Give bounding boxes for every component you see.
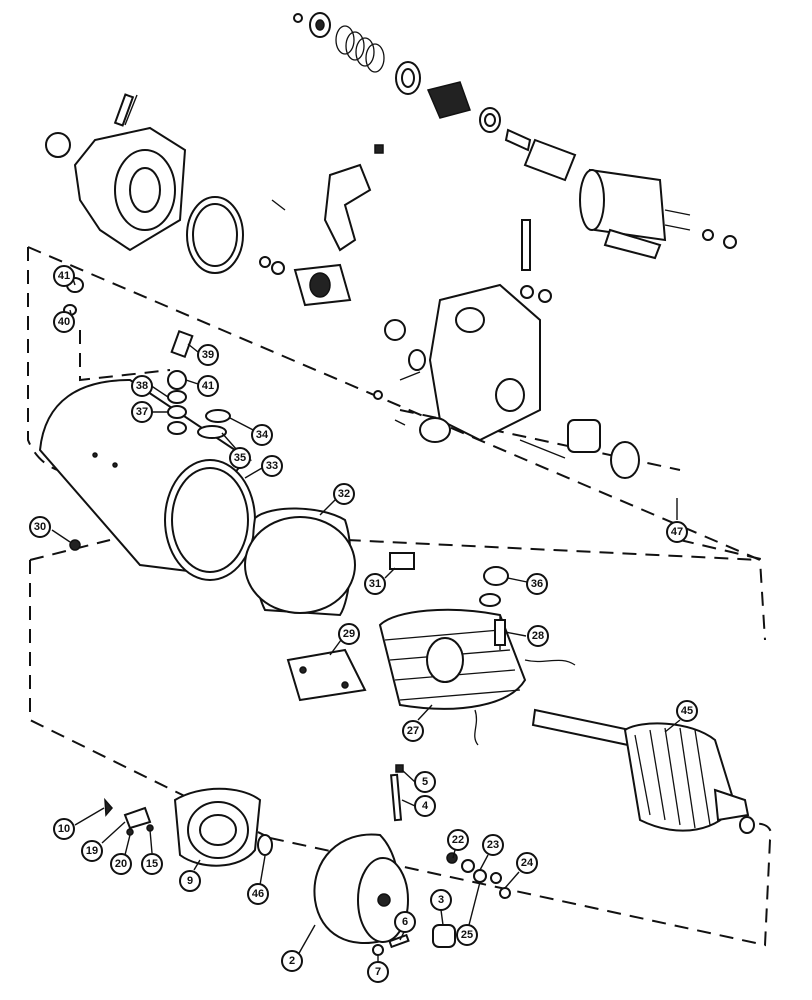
callout-33: 33: [261, 455, 283, 477]
callout-22: 22: [447, 829, 469, 851]
svg-text:10: 10: [58, 823, 70, 835]
callout-19: 19: [81, 840, 103, 862]
callout-15: 15: [141, 853, 163, 875]
callout-29: 29: [338, 623, 360, 645]
callout-41-top: 41: [53, 265, 75, 287]
callout-4: 4: [414, 795, 436, 817]
svg-text:27: 27: [407, 725, 419, 737]
svg-text:41: 41: [58, 270, 70, 282]
svg-text:9: 9: [187, 875, 193, 887]
svg-text:37: 37: [136, 406, 148, 418]
callout-28: 28: [527, 625, 549, 647]
svg-text:28: 28: [532, 630, 544, 642]
brush-plate-9: [104, 787, 273, 867]
svg-text:25: 25: [461, 929, 473, 941]
callout-38: 38: [131, 375, 153, 397]
callout-10: 10: [53, 818, 75, 840]
svg-text:29: 29: [343, 628, 355, 640]
callout-23: 23: [482, 834, 504, 856]
svg-text:34: 34: [256, 429, 269, 441]
callout-27: 27: [402, 720, 424, 742]
svg-text:2: 2: [289, 955, 295, 967]
callout-25: 25: [456, 924, 478, 946]
svg-text:33: 33: [266, 460, 278, 472]
field-coils-27: [378, 566, 576, 746]
svg-text:47: 47: [671, 526, 683, 538]
callout-9: 9: [179, 870, 201, 892]
callout-36: 36: [526, 573, 548, 595]
assembly-dashed-outline: [27, 246, 773, 947]
svg-text:6: 6: [402, 916, 408, 928]
callout-37: 37: [131, 401, 153, 423]
svg-text:31: 31: [369, 578, 381, 590]
svg-text:35: 35: [234, 452, 246, 464]
armature-45: [531, 708, 755, 834]
callout-40: 40: [53, 311, 75, 333]
svg-text:40: 40: [58, 316, 70, 328]
callout-30: 30: [29, 516, 51, 538]
svg-text:23: 23: [487, 839, 499, 851]
callout-35: 35: [229, 447, 251, 469]
drive-end-housing: [45, 93, 244, 274]
callout-39: 39: [197, 344, 219, 366]
svg-text:5: 5: [422, 776, 428, 788]
svg-text:24: 24: [521, 857, 534, 869]
solenoid-plunger-group: [293, 12, 737, 260]
svg-text:38: 38: [136, 380, 148, 392]
svg-text:4: 4: [422, 800, 429, 812]
terminal-hardware: [63, 277, 231, 551]
callout-31: 31: [364, 573, 386, 595]
svg-text:45: 45: [681, 705, 693, 717]
callout-46: 46: [247, 883, 269, 905]
callout-24: 24: [516, 852, 538, 874]
end-hardware: [372, 852, 511, 956]
svg-text:36: 36: [531, 578, 543, 590]
callouts: 41 40 39 38 41 37 34 35 33 32 30 31 36 4…: [29, 265, 698, 983]
svg-text:46: 46: [252, 888, 264, 900]
callout-6: 6: [394, 911, 416, 933]
svg-text:32: 32: [338, 488, 350, 500]
svg-text:30: 30: [34, 521, 46, 533]
shift-lever-drive: [259, 144, 384, 307]
field-frame-33: [38, 378, 256, 581]
callout-3: 3: [430, 889, 452, 911]
svg-text:22: 22: [452, 834, 464, 846]
svg-text:20: 20: [115, 858, 127, 870]
callout-41-mid: 41: [197, 375, 219, 397]
callout-20: 20: [110, 853, 132, 875]
intermediate-housing: [373, 219, 640, 479]
callout-45: 45: [676, 700, 698, 722]
svg-text:41: 41: [202, 380, 214, 392]
svg-text:39: 39: [202, 349, 214, 361]
cover-band-32: [244, 507, 415, 617]
pole-shoe-29: [286, 648, 367, 702]
callout-34: 34: [251, 424, 273, 446]
callout-32: 32: [333, 483, 355, 505]
callout-7: 7: [367, 961, 389, 983]
callout-5: 5: [414, 771, 436, 793]
svg-text:3: 3: [438, 894, 444, 906]
through-bolt-4: [390, 764, 404, 822]
callout-2: 2: [281, 950, 303, 972]
svg-text:15: 15: [146, 858, 158, 870]
svg-text:19: 19: [86, 845, 98, 857]
callout-47: 47: [666, 521, 688, 543]
svg-text:7: 7: [375, 966, 381, 978]
